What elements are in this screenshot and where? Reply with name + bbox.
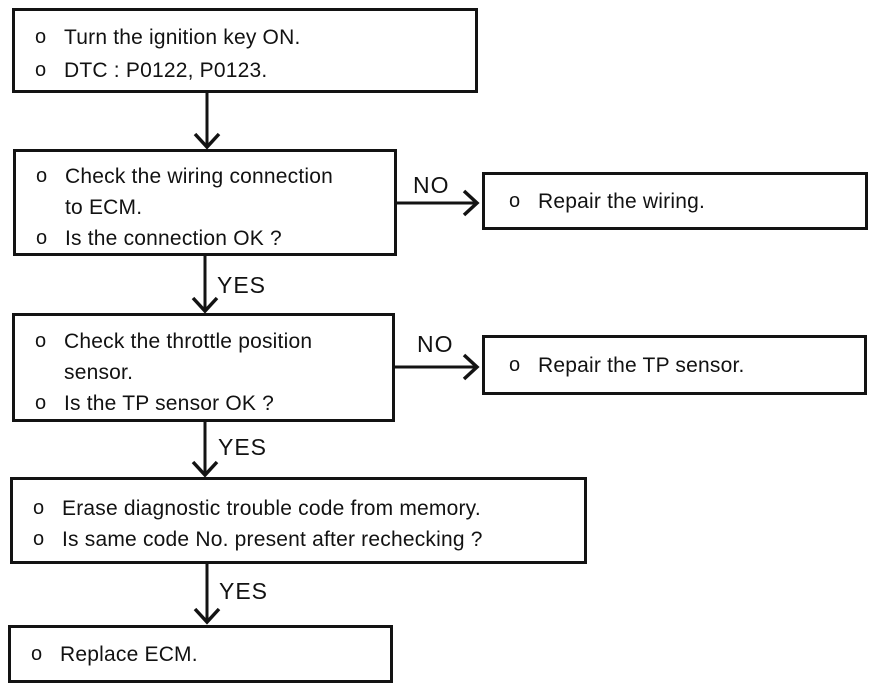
bullet-marker: o xyxy=(31,642,43,665)
flow-node-start: o Turn the ignition key ON. o DTC : P012… xyxy=(12,8,478,93)
list-item: o Repair the TP sensor. xyxy=(485,350,864,381)
connector-check-tp-yes xyxy=(191,422,219,478)
flow-node-repair-tp-sensor: o Repair the TP sensor. xyxy=(482,335,867,395)
bullet-marker: o xyxy=(36,227,48,249)
arrowhead-down-icon xyxy=(193,607,221,625)
list-item: o Repair the wiring. xyxy=(485,186,865,217)
list-item: o Is same code No. present after recheck… xyxy=(13,524,584,555)
flow-node-repair-wiring: o Repair the wiring. xyxy=(482,172,868,230)
step-text: DTC : P0122, P0123. xyxy=(64,59,268,82)
bullet-marker: o xyxy=(35,330,47,352)
step-text: Erase diagnostic trouble code from memor… xyxy=(62,497,481,520)
arrowhead-down-icon xyxy=(193,132,221,150)
list-item: o Is the connection OK ? xyxy=(16,223,354,254)
edge-label-yes-wiring: YES xyxy=(217,272,267,298)
list-item: o Check the throttle position sensor. xyxy=(15,326,352,388)
bullet-marker: o xyxy=(35,59,47,81)
flow-node-erase-dtc: o Erase diagnostic trouble code from mem… xyxy=(10,477,587,564)
step-text: Repair the wiring. xyxy=(538,189,706,213)
step-text: Is same code No. present after recheckin… xyxy=(62,528,483,551)
edge-label-yes-tp-sensor: YES xyxy=(218,434,268,460)
arrowhead-down-icon xyxy=(191,296,219,314)
edge-label-no-wiring: NO xyxy=(413,172,450,198)
step-text: Repair the TP sensor. xyxy=(538,353,745,377)
edge-label-no-tp-sensor: NO xyxy=(417,331,454,357)
list-item: o Erase diagnostic trouble code from mem… xyxy=(13,493,584,524)
bullet-marker: o xyxy=(509,189,521,212)
step-text: Is the TP sensor OK ? xyxy=(64,392,275,415)
arrowhead-down-icon xyxy=(191,460,219,478)
bullet-marker: o xyxy=(35,26,47,48)
connector-erase-dtc-yes xyxy=(193,564,221,625)
connector-start-to-check-wiring xyxy=(193,93,221,150)
step-text: Check the wiring connection to ECM. xyxy=(65,165,334,219)
step-text: Turn the ignition key ON. xyxy=(64,26,301,49)
flow-node-check-wiring: o Check the wiring connection to ECM. o … xyxy=(13,149,397,256)
bullet-marker: o xyxy=(33,528,45,550)
bullet-marker: o xyxy=(33,497,45,519)
edge-label-yes-recheck: YES xyxy=(219,578,269,604)
bullet-marker: o xyxy=(35,392,47,414)
bullet-marker: o xyxy=(36,165,48,187)
list-item: o DTC : P0122, P0123. xyxy=(15,54,475,87)
list-item: o Is the TP sensor OK ? xyxy=(15,388,352,419)
arrowhead-right-icon xyxy=(462,353,480,381)
flow-node-replace-ecm: o Replace ECM. xyxy=(8,625,393,683)
step-text: Is the connection OK ? xyxy=(65,227,282,250)
list-item: o Check the wiring connection to ECM. xyxy=(16,161,354,223)
connector-check-tp-no xyxy=(395,353,480,381)
list-item: o Replace ECM. xyxy=(11,639,390,670)
arrowhead-right-icon xyxy=(462,189,480,217)
list-item: o Turn the ignition key ON. xyxy=(15,21,475,54)
bullet-marker: o xyxy=(509,353,521,376)
connector-check-wiring-yes xyxy=(191,256,219,314)
step-text: Replace ECM. xyxy=(60,642,198,666)
step-text: Check the throttle position sensor. xyxy=(64,330,313,384)
flow-node-check-tp-sensor: o Check the throttle position sensor. o … xyxy=(12,313,395,422)
